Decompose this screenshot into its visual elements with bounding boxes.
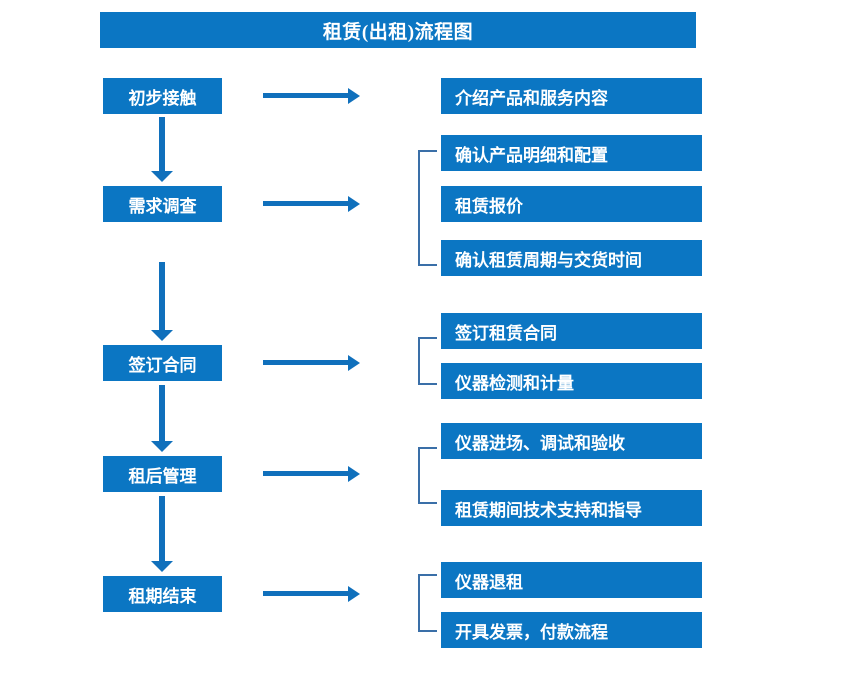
arrow-shaft: [159, 262, 165, 330]
flow-arrow-down-3: [151, 385, 173, 452]
task-node-invoice-payment[interactable]: 开具发票，付款流程: [441, 612, 702, 648]
flow-arrow-down-4: [151, 496, 173, 572]
arrow-shaft: [263, 93, 349, 98]
arrow-head: [348, 355, 360, 371]
task-node-instrument-onsite-setup[interactable]: 仪器进场、调试和验收: [441, 423, 702, 459]
stage-node-post-rental-mgmt[interactable]: 租后管理: [103, 456, 222, 492]
stage-node-initial-contact[interactable]: 初步接触: [103, 78, 222, 114]
arrow-shaft: [263, 360, 349, 365]
task-node-rental-quotation[interactable]: 租赁报价: [441, 186, 702, 222]
link-arrow-right-2: [263, 196, 360, 212]
group-bracket-rental-end: [418, 574, 437, 632]
arrow-head: [348, 196, 360, 212]
arrow-shaft: [263, 471, 349, 476]
task-node-confirm-product-details[interactable]: 确认产品明细和配置: [441, 135, 702, 171]
arrow-shaft: [263, 201, 349, 206]
arrow-head: [151, 330, 173, 341]
link-arrow-right-5: [263, 586, 360, 602]
arrow-head: [348, 586, 360, 602]
page-title: 租赁(出租)流程图: [100, 12, 696, 48]
arrow-head: [151, 171, 173, 182]
task-node-confirm-period-delivery[interactable]: 确认租赁周期与交货时间: [441, 240, 702, 276]
arrow-head: [151, 561, 173, 572]
arrow-shaft: [263, 591, 349, 596]
stage-node-sign-contract[interactable]: 签订合同: [103, 345, 222, 381]
task-node-instrument-inspection[interactable]: 仪器检测和计量: [441, 363, 702, 399]
task-node-technical-support[interactable]: 租赁期间技术支持和指导: [441, 490, 702, 526]
group-bracket-sign-contract: [418, 337, 437, 385]
stage-node-rental-period-end[interactable]: 租期结束: [103, 576, 222, 612]
link-arrow-right-4: [263, 466, 360, 482]
group-bracket-post-rental-mgmt: [418, 447, 437, 504]
task-node-sign-rental-contract[interactable]: 签订租赁合同: [441, 313, 702, 349]
arrow-head: [151, 441, 173, 452]
link-arrow-right-3: [263, 355, 360, 371]
flow-arrow-down-2: [151, 262, 173, 341]
arrow-shaft: [159, 496, 165, 561]
stage-node-needs-survey[interactable]: 需求调查: [103, 186, 222, 222]
link-arrow-right-1: [263, 88, 360, 104]
group-bracket-needs-survey: [418, 150, 437, 266]
arrow-head: [348, 88, 360, 104]
flow-arrow-down-1: [151, 117, 173, 182]
task-node-instrument-return[interactable]: 仪器退租: [441, 562, 702, 598]
arrow-shaft: [159, 385, 165, 441]
task-node-introduce-products[interactable]: 介绍产品和服务内容: [441, 78, 702, 114]
arrow-shaft: [159, 117, 165, 171]
arrow-head: [348, 466, 360, 482]
